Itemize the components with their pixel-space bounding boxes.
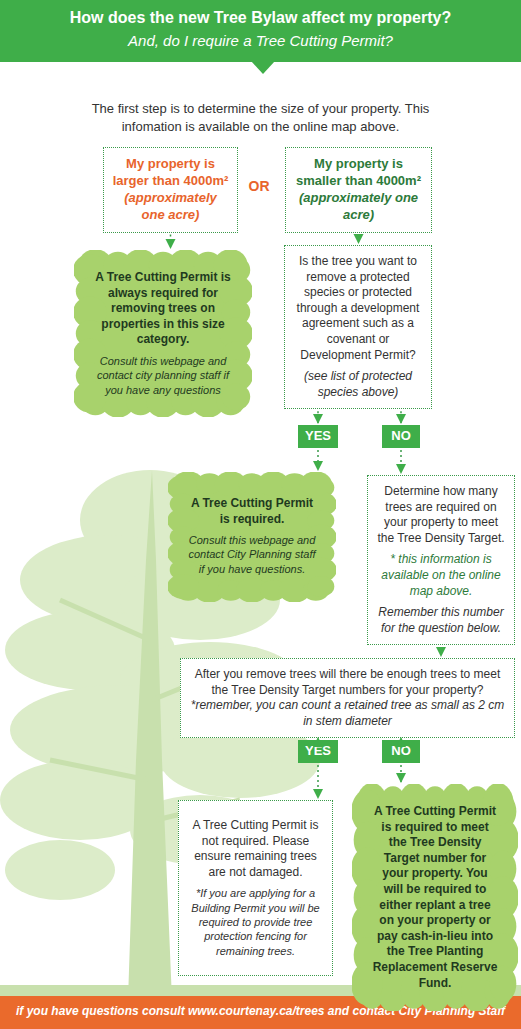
connector [400,411,402,423]
size-box: My property is smaller than 4000m²(appro… [285,147,432,233]
label: OR [244,178,274,194]
node-text: My property is smaller than 4000m² [294,156,423,190]
result-cloud: A Tree Cutting Permit is required. Consul… [168,472,336,602]
connector [358,235,360,243]
node-text: NO [382,743,420,760]
node-text: Consult this webpage and contact City Pl… [188,533,316,576]
node-text: (approximately one acre) [294,190,423,224]
node-text: After you remove trees will there be eno… [189,667,506,698]
node-text: A Tree Cutting Permit is required. [188,496,316,527]
node-text: Remember this number for the question be… [376,605,506,636]
node-text: YES [298,428,338,445]
no-box: NO [382,425,420,448]
connector [317,450,319,470]
yes-box: YES [298,425,338,448]
yes-box: YES [298,740,338,763]
node-text: A Tree Cutting Permit is not required. P… [187,818,324,880]
node-text: A Tree Cutting Permit is always required… [94,270,232,348]
connector [317,411,319,423]
node-text: My property is larger than 4000m² [112,156,229,190]
result-box: A Tree Cutting Permit is not required. P… [178,800,333,976]
label: And, do I require a Tree Cutting Permit? [5,32,516,49]
node-text: A Tree Cutting Permit is required to mee… [372,804,498,991]
node-text: YES [298,743,338,760]
step-box: Determine how many trees are required on… [367,475,515,645]
connector [400,765,402,782]
node-text: Determine how many trees are required on… [376,484,506,546]
label: The first step is to determine the size … [70,100,451,135]
node-text: Consult this webpage and contact city pl… [94,354,232,397]
node-text: NO [382,428,420,445]
size-box: My property is larger than 4000m²(approx… [103,147,238,233]
node-text: Is the tree you want to remove a protect… [293,254,423,363]
node-text: *If you are applying for a Building Perm… [187,886,324,957]
node-text: (approximately one acre) [112,190,229,224]
result-cloud: A Tree Cutting Permit is always required… [74,250,252,417]
result-cloud: A Tree Cutting Permit is required to mee… [352,784,518,1011]
connector [170,235,172,248]
node-text: * this information is available on the o… [376,552,506,599]
node-text: *remember, you can count a retained tree… [189,698,506,729]
no-box: NO [382,740,420,763]
connector [317,765,319,798]
question-box: After you remove trees will there be eno… [180,658,515,738]
connector [400,450,402,473]
title: How does the new Tree Bylaw affect my pr… [5,9,516,27]
connector [440,647,442,656]
question-box: Is the tree you want to remove a protect… [284,245,432,409]
node-text: (see list of protected species above) [293,369,423,400]
